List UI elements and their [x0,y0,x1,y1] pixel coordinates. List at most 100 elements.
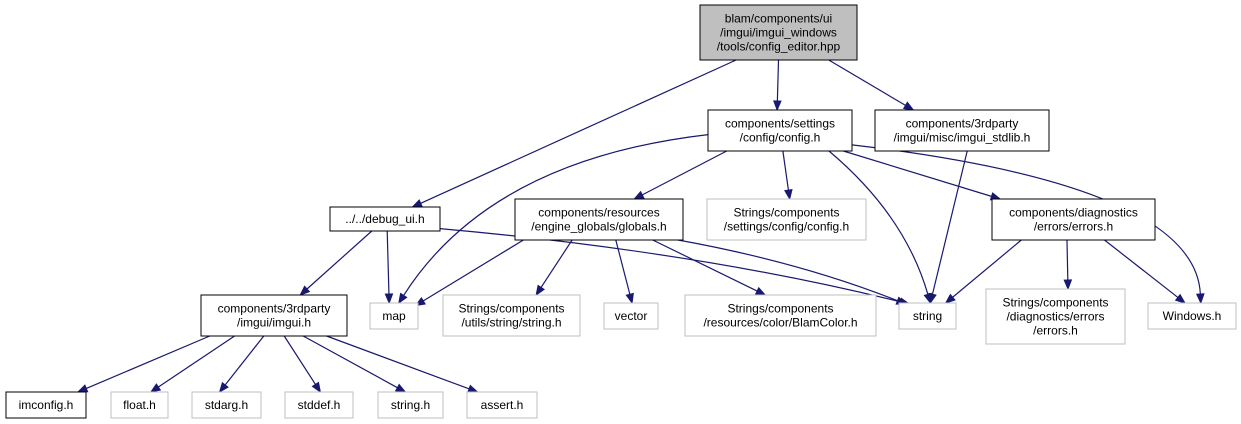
edge-line [302,335,398,389]
arrowhead-icon [754,286,767,296]
node-imgui_stdlib[interactable]: components/3rdparty/imgui/misc/imgui_std… [874,109,1050,152]
arrowhead-icon [625,292,634,305]
edge-line [615,239,631,295]
node-label-line: vector [615,309,648,323]
node-box [200,294,348,337]
node-label-line: stdarg.h [205,398,248,412]
edge-errors_h-to-windows_h [1104,239,1187,304]
node-label-line: imconfig.h [19,398,74,412]
node-label-line: components/resources [538,206,659,220]
node-box [5,391,87,419]
edge-line [782,150,790,191]
node-box [369,302,419,330]
edge-errors_h-to-string [944,239,1022,304]
node-label-line: Strings/components [733,206,839,220]
edge-line [386,230,390,295]
edge-imgui_h-to-float_h [149,335,235,393]
arrowhead-icon [218,381,229,394]
nodes-layer: blam/components/ui/imgui/imgui_windows/t… [5,4,1237,419]
node-box [191,391,262,419]
edge-line [677,239,898,302]
edge-line [952,239,1022,298]
edge-line [828,150,929,295]
node-box [110,391,169,419]
node-root[interactable]: blam/components/ui/imgui/imgui_windows/t… [699,4,858,61]
node-string: string [898,302,957,330]
edge-line [828,59,906,106]
node-config_h[interactable]: components/settings/config/config.h [707,109,853,152]
edge-debug_ui-to-imgui_h [299,230,373,296]
edge-globals_h-to-vector [615,239,634,305]
node-box [284,391,354,419]
edge-line [158,335,235,388]
arrowhead-icon [1063,279,1073,291]
edge-globals_h-to-strings_string [535,239,573,297]
node-strings_string: Strings/components/utils/string/string.h [442,294,581,337]
node-vector: vector [603,302,659,330]
edge-imgui_h-to-imconfig [76,335,210,393]
edge-config_h-to-strings_config [782,150,793,201]
node-label-line: components/diagnostics [1009,206,1138,220]
node-box [985,288,1126,345]
node-label-line: components/settings [725,117,835,131]
node-label-line: ../../debug_ui.h [345,212,424,226]
node-box [706,198,867,241]
node-imgui_h[interactable]: components/3rdparty/imgui/imgui.h [200,294,348,337]
node-stdarg_h: stdarg.h [191,391,262,419]
node-label-line: /diagnostics/errors [1006,310,1104,324]
node-box [377,391,444,419]
node-imconfig[interactable]: imconfig.h [5,391,87,419]
node-label-line: /resources/color/BlamColor.h [703,316,857,330]
arrowhead-icon [1196,293,1205,305]
node-debug_ui[interactable]: ../../debug_ui.h [329,206,441,232]
node-label-line: string.h [391,398,430,412]
node-box [329,206,441,232]
node-label-line: blam/components/ui [725,12,832,26]
edge-globals_h-to-strings_color [652,239,767,296]
edge-line [1104,239,1179,298]
edge-imgui_stdlib-to-string [928,150,968,305]
arrowhead-icon [928,292,937,305]
node-label-line: /imgui/misc/imgui_stdlib.h [894,131,1031,145]
node-string_h: string.h [377,391,444,419]
node-label-line: map [382,309,406,323]
node-label-line: /utils/string/string.h [461,316,561,330]
node-map: map [369,302,419,330]
arrowhead-icon [411,199,423,208]
arrowhead-icon [398,292,408,305]
node-box [684,294,877,337]
node-errors_h[interactable]: components/diagnostics/errors/errors.h [991,198,1156,241]
node-box [442,294,581,337]
arrowhead-icon [535,284,545,297]
node-label-line: /imgui/imgui.h [237,316,311,330]
edge-root-to-debug_ui [411,59,737,208]
node-strings_config: Strings/components/settings/config/confi… [706,198,867,241]
node-label-line: /tools/config_editor.hpp [717,40,841,54]
edge-line [652,239,758,292]
edge-line [420,59,737,204]
node-windows_h: Windows.h [1147,302,1237,330]
node-label-line: /errors/errors.h [1034,220,1113,234]
node-box [699,4,858,61]
edge-imgui_h-to-stdarg_h [218,335,265,394]
edge-line [641,150,727,196]
arrowhead-icon [299,285,311,296]
node-label-line: components/3rdparty [218,302,331,316]
edge-config_h-to-map [398,134,709,305]
edge-line [224,335,265,386]
node-float_h: float.h [110,391,169,419]
node-box [603,302,659,330]
node-globals_h[interactable]: components/resources/engine_globals/glob… [514,198,684,241]
arrowhead-icon [902,101,915,111]
edge-line [843,150,992,197]
edge-line [306,230,373,290]
node-box [1147,302,1237,330]
node-label-line: stddef.h [298,398,341,412]
edge-line [540,239,573,288]
node-box [514,198,684,241]
edge-config_h-to-globals_h [633,150,727,200]
edge-root-to-imgui_stdlib [828,59,915,111]
node-label-line: /config/config.h [740,131,821,145]
node-box [991,198,1156,241]
